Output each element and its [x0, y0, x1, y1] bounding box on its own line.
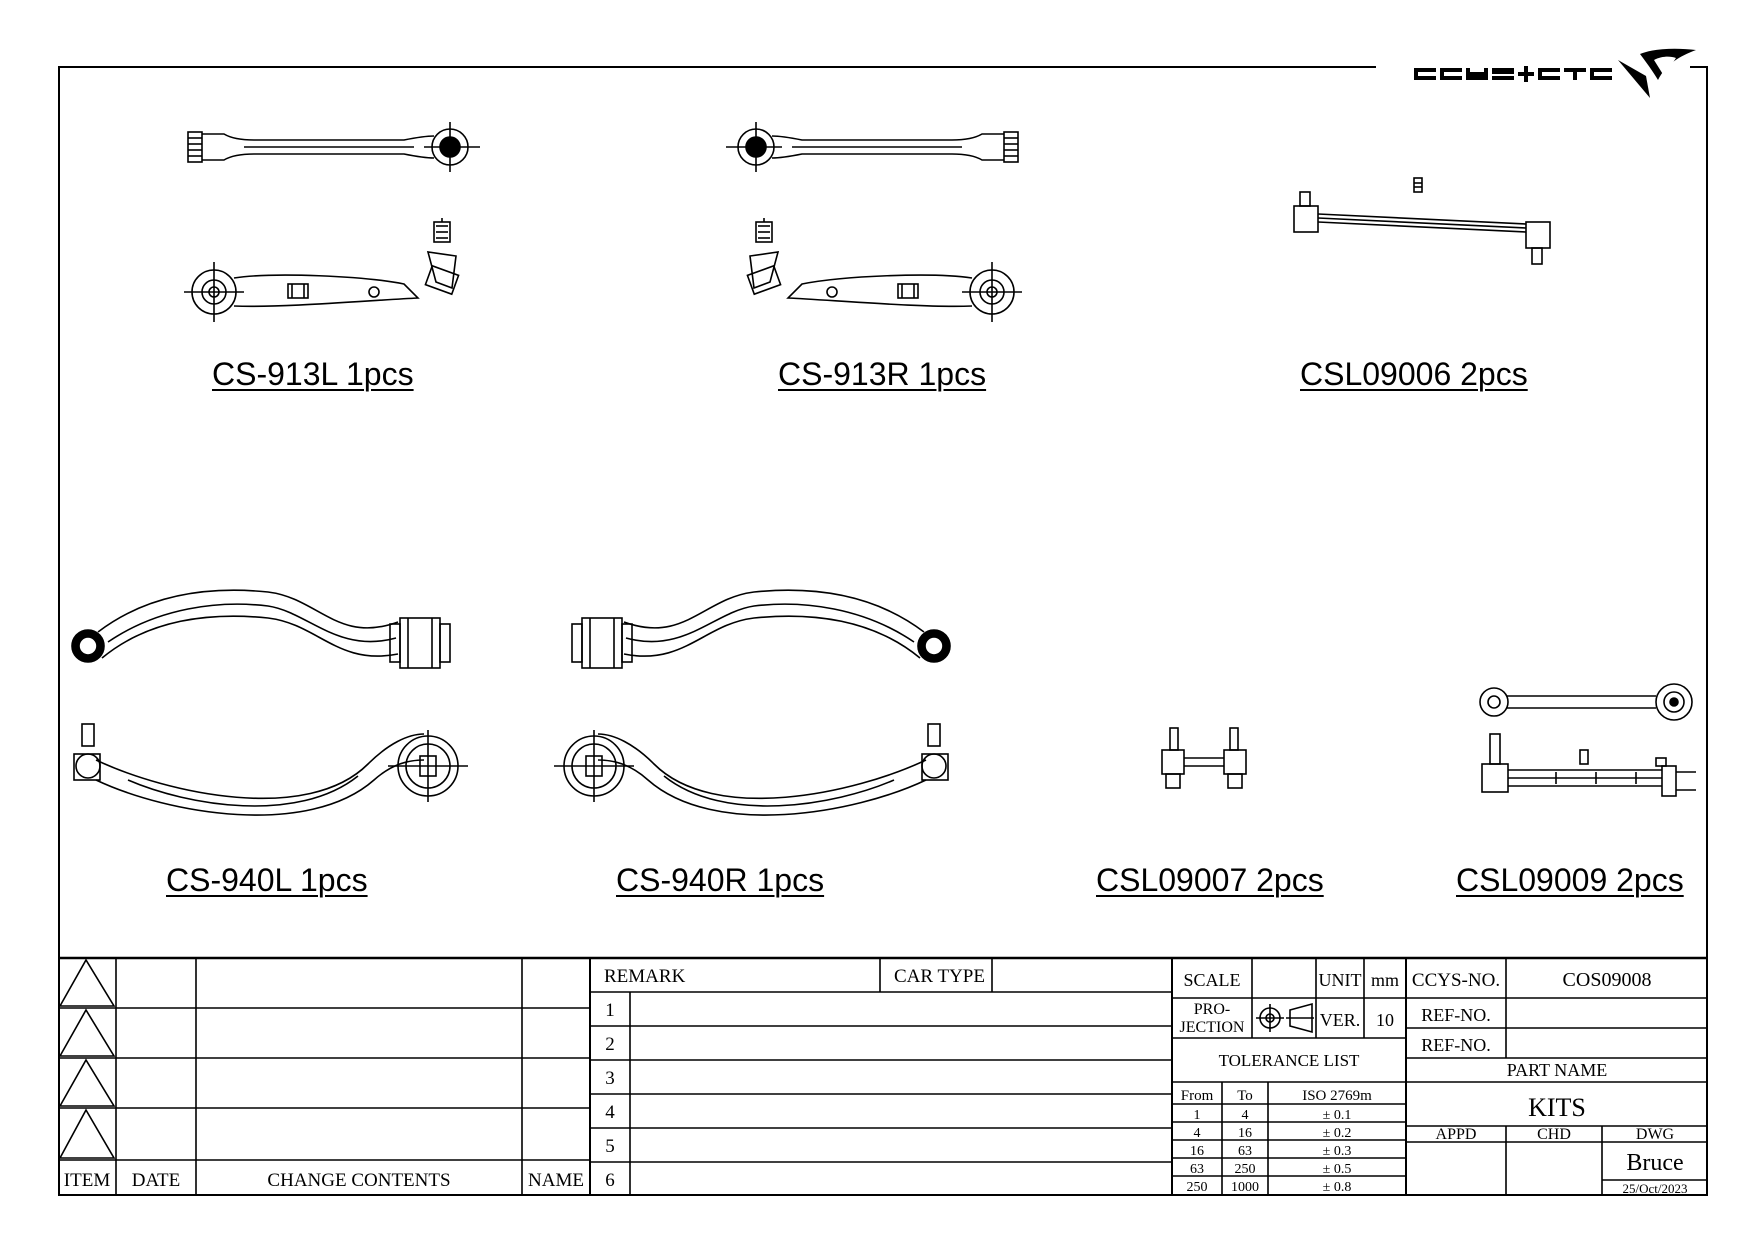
part-label-csl09007: CSL09007 2pcs — [1096, 862, 1324, 898]
cs-913r-drawing — [726, 122, 1022, 322]
tol-row-3-from: 16 — [1190, 1144, 1204, 1159]
tol-row-2-from: 4 — [1194, 1126, 1201, 1141]
cs-940l-drawing — [71, 589, 468, 816]
remark-row-3: 3 — [605, 1068, 615, 1089]
part-label-csl09006: CSL09006 2pcs — [1300, 356, 1528, 392]
dwg-name: Bruce — [1626, 1150, 1683, 1176]
csl09006-drawing — [1293, 177, 1551, 265]
unit-value: mm — [1371, 970, 1399, 990]
projection-label-1: PRO- — [1194, 1001, 1230, 1018]
ccys-ctc-logo-icon — [1414, 48, 1696, 98]
tol-row-5-from: 250 — [1187, 1180, 1208, 1195]
tol-row-4-from: 63 — [1190, 1162, 1204, 1177]
tol-header-from: From — [1181, 1088, 1214, 1104]
remark-row-4: 4 — [605, 1102, 615, 1123]
csl09007-drawing — [1161, 727, 1247, 789]
part-label-cs-913l: CS-913L 1pcs — [212, 356, 414, 392]
part-label-cs-913r: CS-913R 1pcs — [778, 356, 987, 392]
ver-label: VER. — [1320, 1010, 1361, 1030]
ref-no-label-1: REF-NO. — [1421, 1005, 1491, 1025]
tol-row-2-tol: ± 0.2 — [1323, 1126, 1352, 1141]
rev-header-date: DATE — [132, 1170, 181, 1191]
part-name-label: PART NAME — [1507, 1060, 1607, 1080]
border-top-line — [58, 66, 1376, 68]
remark-row-6: 6 — [605, 1170, 615, 1191]
tol-row-1-tol: ± 0.1 — [1323, 1108, 1352, 1123]
remark-label: REMARK — [604, 966, 686, 987]
tol-header-to: To — [1237, 1088, 1253, 1104]
tol-row-4-to: 250 — [1235, 1162, 1256, 1177]
remark-row-5: 5 — [605, 1136, 615, 1157]
chd-label: CHD — [1537, 1126, 1571, 1143]
part-label-cs-940r: CS-940R 1pcs — [616, 862, 825, 898]
tol-row-5-to: 1000 — [1231, 1180, 1259, 1195]
dwg-label: DWG — [1636, 1126, 1675, 1143]
border-top-line-right — [1690, 66, 1708, 68]
tol-header-iso: ISO 2769m — [1302, 1088, 1372, 1104]
part-name-value: KITS — [1528, 1093, 1586, 1122]
ccys-no-value: COS09008 — [1563, 969, 1652, 991]
unit-label: UNIT — [1319, 970, 1362, 990]
tol-row-5-tol: ± 0.8 — [1323, 1180, 1352, 1195]
csl09009-drawing — [1479, 683, 1696, 797]
tolerance-title: TOLERANCE LIST — [1219, 1051, 1360, 1070]
part-label-cs-940l: CS-940L 1pcs — [166, 862, 368, 898]
projection-label-2: JECTION — [1180, 1019, 1245, 1036]
part-label-csl09009: CSL09009 2pcs — [1456, 862, 1684, 898]
appd-label: APPD — [1436, 1126, 1477, 1143]
rev-header-name: NAME — [528, 1170, 584, 1191]
car-type-label: CAR TYPE — [894, 966, 985, 987]
tol-row-3-tol: ± 0.3 — [1323, 1144, 1352, 1159]
tol-row-1-from: 1 — [1194, 1108, 1201, 1123]
title-block: ITEM DATE CHANGE CONTENTS NAME REMARK CA… — [58, 956, 1708, 1196]
cs-940r-drawing — [554, 589, 951, 816]
drawing-frame — [58, 66, 1708, 1196]
tol-row-3-to: 63 — [1238, 1144, 1252, 1159]
rev-header-item: ITEM — [64, 1170, 111, 1191]
ref-no-label-2: REF-NO. — [1421, 1035, 1491, 1055]
ccys-no-label: CCYS-NO. — [1412, 970, 1500, 991]
tol-row-1-to: 4 — [1242, 1108, 1249, 1123]
cs-913l-drawing — [184, 122, 480, 322]
tol-row-4-tol: ± 0.5 — [1323, 1162, 1352, 1177]
scale-label: SCALE — [1183, 970, 1240, 990]
remark-row-1: 1 — [605, 1000, 615, 1021]
drawing-date: 25/Oct/2023 — [1623, 1181, 1688, 1196]
remark-row-2: 2 — [605, 1034, 615, 1055]
tol-row-2-to: 16 — [1238, 1126, 1252, 1141]
rev-header-change: CHANGE CONTENTS — [267, 1170, 450, 1191]
ver-value: 10 — [1376, 1010, 1394, 1030]
